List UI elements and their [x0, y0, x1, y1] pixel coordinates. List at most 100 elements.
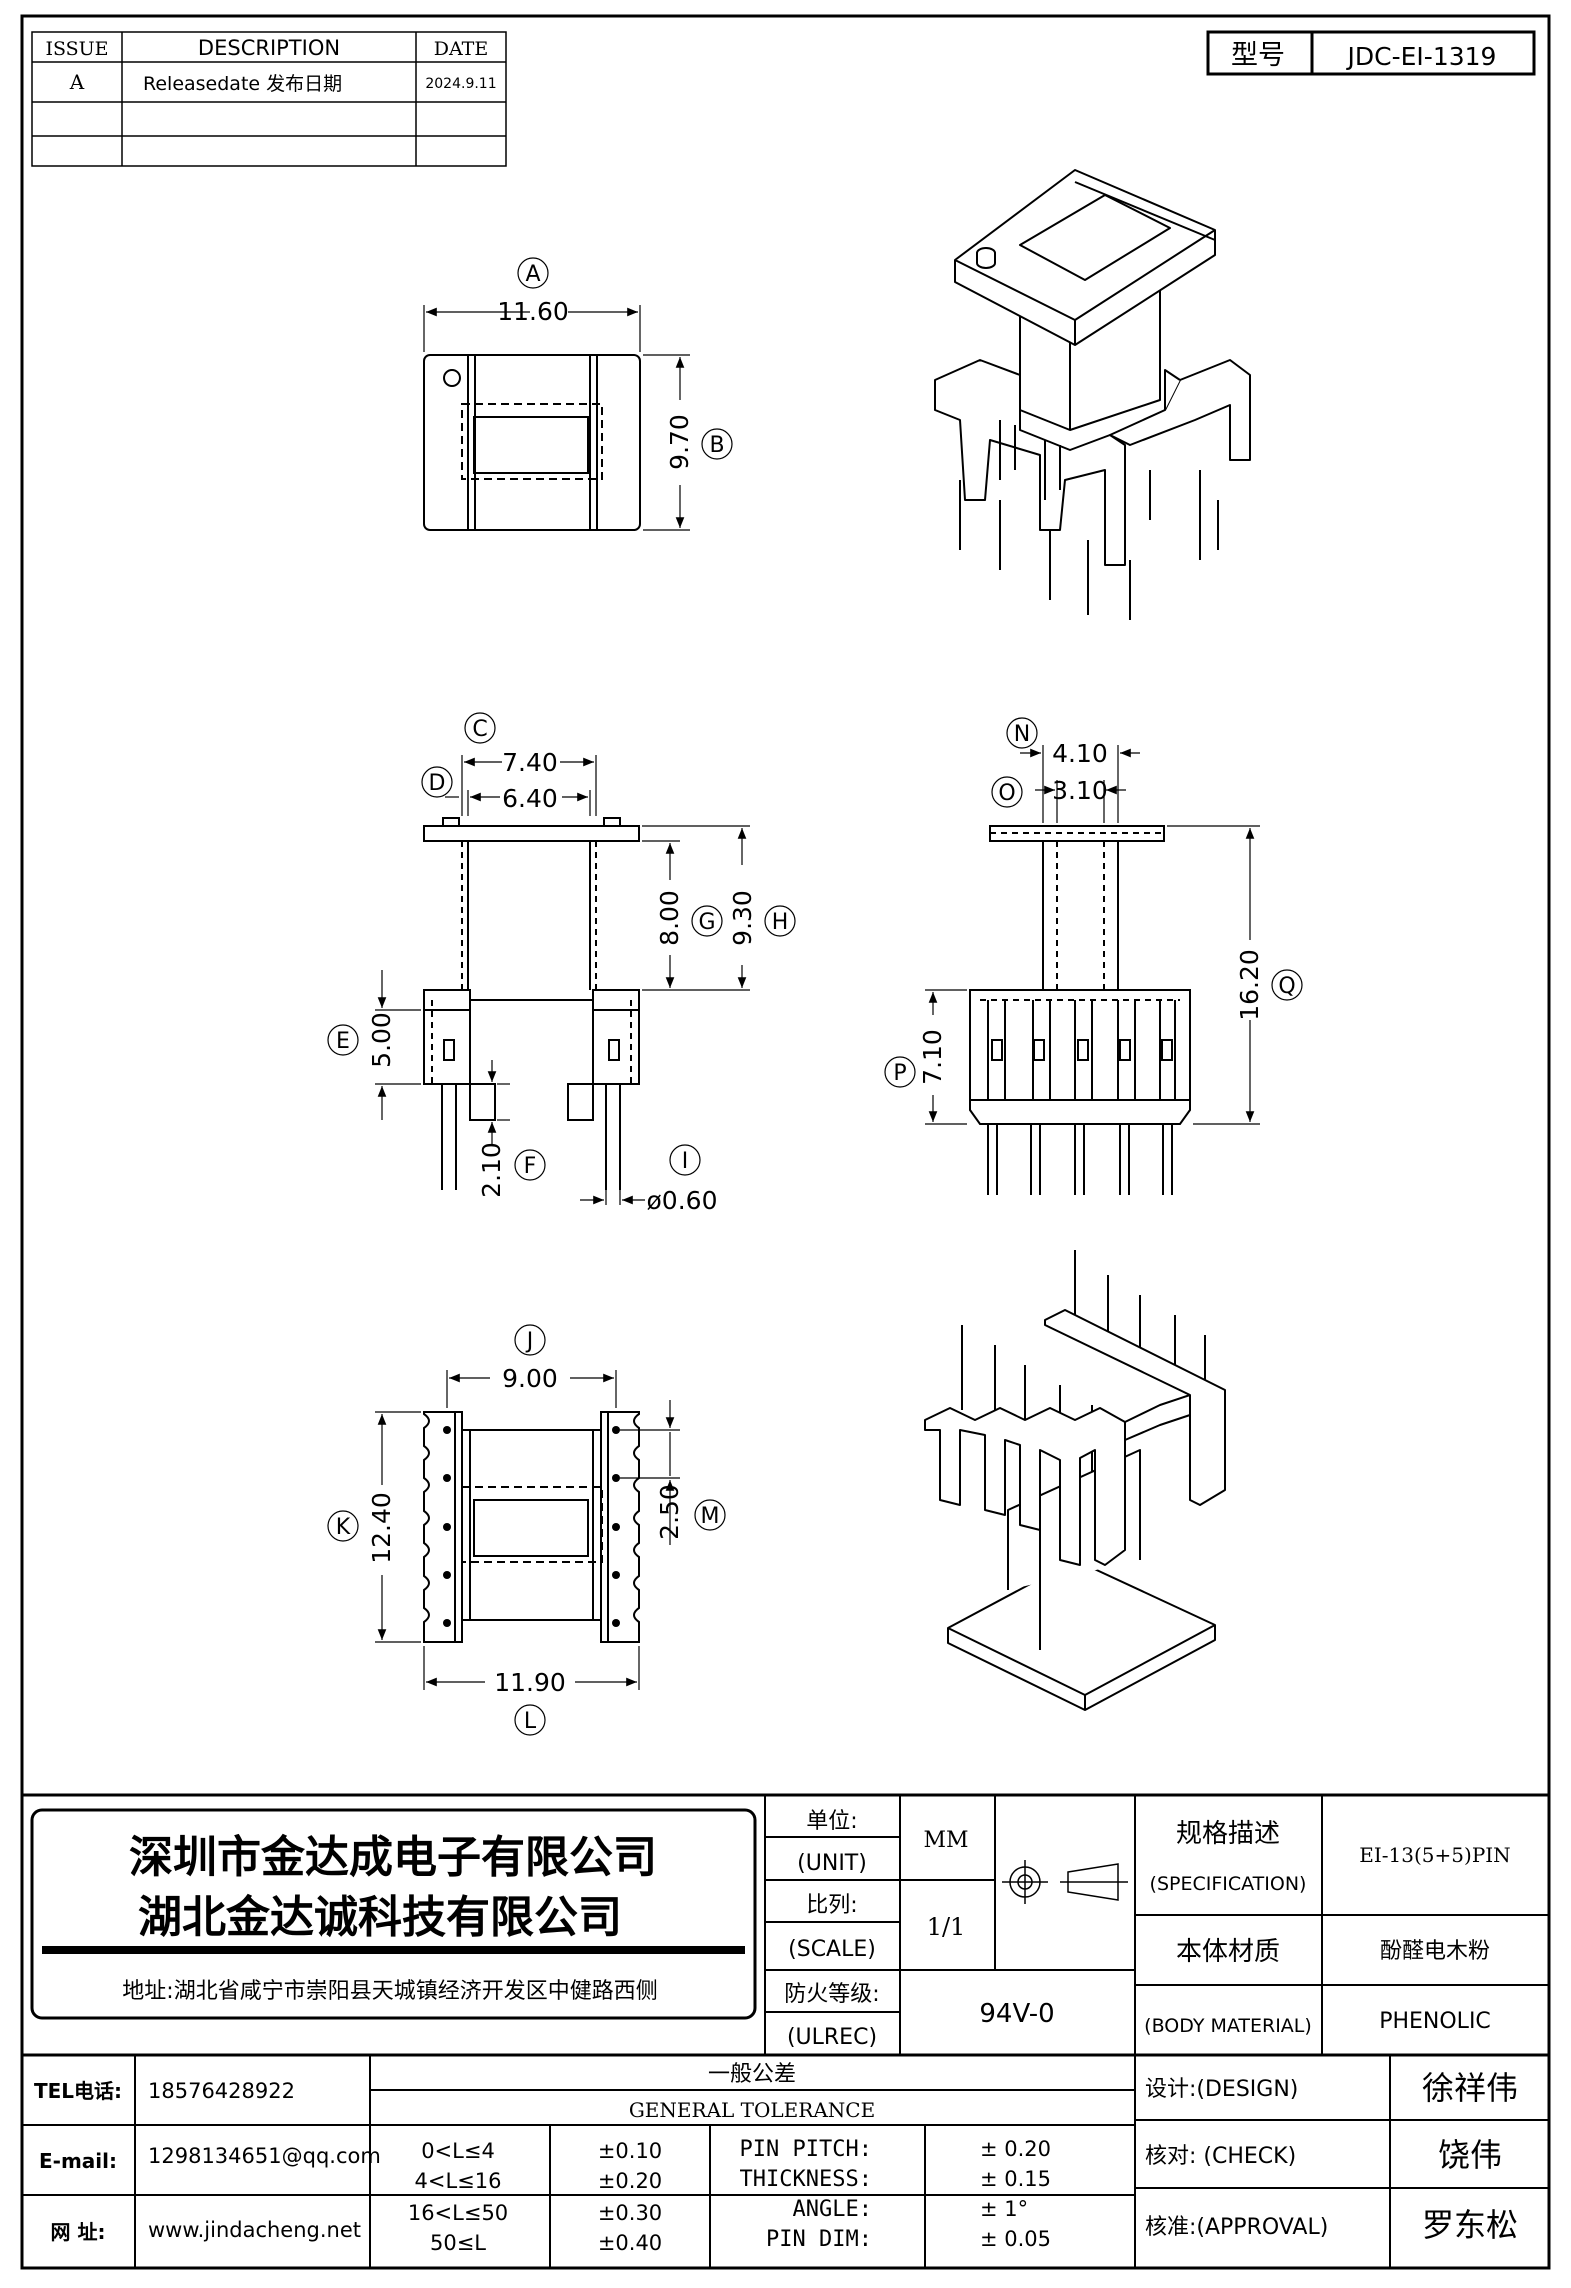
side-view-dims [884, 717, 1303, 1125]
tolerance-range-3: 16<L≤50 [408, 2201, 508, 2225]
side-view [969, 825, 1191, 1195]
projection-symbol [1002, 1860, 1128, 1904]
unit-label-en: (UNIT) [797, 1851, 867, 1876]
rev-row-description: Releasedate 发布日期 [143, 73, 342, 95]
unit-label-cn: 单位: [806, 1809, 857, 1834]
bottom-view-dims [327, 1324, 726, 1736]
design-name: 徐祥伟 [1422, 2069, 1518, 2107]
dim-e-letter: E [336, 1029, 350, 1054]
sheet-border [20, 14, 1551, 2270]
dim-k-value: 12.40 [367, 1492, 396, 1564]
rev-row-issue: A [69, 70, 85, 94]
company-address: 地址:湖北省咸宁市崇阳县天城镇经济开发区中健路西侧 [122, 1979, 657, 2004]
dim-c-value: 7.40 [502, 748, 558, 777]
spec-label-en: (SPECIFICATION) [1150, 1873, 1307, 1895]
tolerance-value-1: ±0.10 [598, 2139, 662, 2163]
dim-a-letter: A [525, 262, 540, 287]
dim-q-letter: Q [1278, 974, 1295, 999]
dim-o-letter: O [998, 781, 1015, 806]
email-label: E-mail: [39, 2149, 117, 2173]
dim-i-letter: I [682, 1149, 689, 1174]
web-value: www.jindacheng.net [148, 2218, 361, 2242]
model-value: JDC-EI-1319 [1346, 42, 1497, 71]
dim-l-letter: L [524, 1709, 537, 1734]
company-name-2: 湖北金达诚科技有限公司 [138, 1892, 622, 1943]
approval-name: 罗东松 [1422, 2206, 1518, 2244]
tolerance-range-2: 4<L≤16 [415, 2169, 502, 2193]
top-view [423, 354, 641, 531]
web-label: 网 址: [51, 2220, 106, 2244]
fire-label-cn: 防火等级: [784, 1982, 879, 2007]
tel-label: TEL电话: [34, 2079, 122, 2103]
tolerance-value-4: ±0.40 [598, 2231, 662, 2255]
dim-j-value: 9.00 [502, 1364, 558, 1393]
dim-g-value: 8.00 [655, 890, 684, 946]
approval-label: 核准:(APPROVAL) [1145, 2215, 1328, 2240]
material-value-cn: 酚醛电木粉 [1380, 1939, 1490, 1964]
revision-table [31, 31, 507, 167]
rev-row-date: 2024.9.11 [425, 76, 496, 92]
rev-header-issue: ISSUE [45, 38, 108, 60]
dim-j-letter: J [525, 1329, 534, 1354]
check-label: 核对: (CHECK) [1145, 2144, 1296, 2169]
tolerance-value-2: ±0.20 [598, 2169, 662, 2193]
tolerance-title-en: GENERAL TOLERANCE [629, 2098, 875, 2122]
email-value: 1298134651@qq.com [148, 2144, 381, 2168]
rev-header-date: DATE [434, 38, 488, 60]
tolerance-item-value-4: ± 0.05 [980, 2227, 1051, 2251]
dim-l-value: 11.90 [494, 1668, 566, 1697]
spec-label-cn: 规格描述 [1176, 1819, 1280, 1849]
front-view [423, 817, 640, 1190]
dim-d-letter: D [429, 771, 446, 796]
dim-n-value: 4.10 [1052, 739, 1108, 768]
model-label: 型号 [1231, 40, 1285, 71]
dim-q-value: 16.20 [1235, 949, 1264, 1021]
dim-h-value: 9.30 [728, 890, 757, 946]
isometric-view-top [934, 169, 1251, 620]
fire-label-en: (ULREC) [787, 2025, 877, 2050]
tolerance-item-2: THICKNESS: [740, 2167, 872, 2192]
dim-m-value: 2.50 [655, 1484, 684, 1540]
tolerance-item-value-2: ± 0.15 [980, 2167, 1051, 2191]
dim-b-value: 9.70 [665, 414, 694, 470]
dim-h-letter: H [772, 910, 789, 935]
isometric-view-bottom [924, 1250, 1226, 1711]
dim-c-letter: C [472, 717, 487, 742]
scale-label-cn: 比列: [806, 1893, 857, 1918]
tolerance-item-1: PIN PITCH: [740, 2137, 872, 2162]
unit-value: MM [923, 1828, 968, 1853]
tel-value: 18576428922 [148, 2079, 295, 2103]
dim-o-value: 3.10 [1052, 776, 1108, 805]
dim-b-letter: B [709, 433, 724, 458]
dim-i-value: ø0.60 [647, 1186, 718, 1215]
dim-m-letter: M [701, 1504, 720, 1529]
tolerance-item-value-3: ± 1° [980, 2197, 1028, 2221]
scale-label-en: (SCALE) [788, 1937, 876, 1962]
tolerance-item-3: ANGLE: [793, 2197, 872, 2222]
dim-f-letter: F [524, 1154, 537, 1179]
tolerance-value-3: ±0.30 [598, 2201, 662, 2225]
model-box [1206, 30, 1536, 76]
material-label-cn: 本体材质 [1176, 1937, 1280, 1967]
dim-n-letter: N [1014, 722, 1030, 747]
dim-f-value: 2.10 [477, 1142, 506, 1198]
spec-value: EI-13(5+5)PIN [1359, 1843, 1510, 1867]
fire-value: 94V-0 [979, 1999, 1054, 2029]
tolerance-range-1: 0<L≤4 [421, 2139, 495, 2163]
bottom-view [423, 1411, 640, 1643]
dim-p-letter: P [893, 1061, 906, 1086]
check-name: 饶伟 [1438, 2136, 1502, 2174]
material-value-en: PHENOLIC [1379, 2009, 1491, 2034]
bottom-view-pins [443, 1426, 620, 1627]
dim-a-value: 11.60 [497, 297, 569, 326]
tolerance-title-cn: 一般公差 [708, 2062, 796, 2087]
dim-g-letter: G [698, 910, 715, 935]
front-view-dims [327, 712, 796, 1205]
dim-k-letter: K [336, 1515, 351, 1540]
material-label-en: (BODY MATERIAL) [1144, 2015, 1312, 2037]
scale-value: 1/1 [927, 1913, 966, 1941]
title-block [22, 1793, 1549, 2268]
dim-e-value: 5.00 [367, 1012, 396, 1068]
dim-p-value: 7.10 [918, 1029, 947, 1085]
